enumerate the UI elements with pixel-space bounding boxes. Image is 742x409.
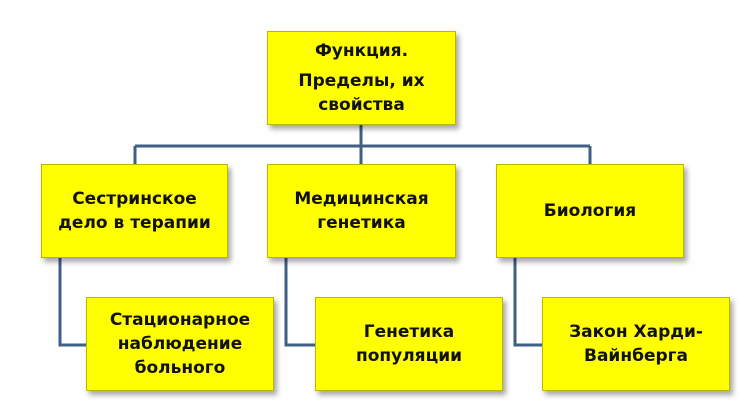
node-hardy-weinberg-law-line-2: Вайнберга: [583, 346, 688, 366]
node-population-genetics: Генетика популяции: [315, 297, 503, 391]
node-nursing-therapy-line-1: Сестринское: [72, 189, 197, 209]
connector-biology-to-hardy: [513, 258, 542, 347]
node-medical-genetics-line-1: Медицинская: [294, 189, 429, 209]
node-inpatient-observation-line-3: больного: [134, 358, 226, 378]
node-medical-genetics: Медицинская генетика: [267, 164, 456, 258]
node-population-genetics-line-1: Генетика: [363, 322, 455, 342]
node-nursing-therapy-line-2: дело в терапии: [58, 213, 211, 233]
root-node-line-1: Функция.: [314, 41, 409, 61]
node-inpatient-observation: Стационарное наблюдение больного: [86, 297, 274, 391]
node-biology: Биология: [496, 164, 684, 258]
node-hardy-weinberg-law: Закон Харди- Вайнберга: [542, 297, 730, 391]
root-node-line-3: свойства: [318, 95, 405, 115]
node-hardy-weinberg-law-line-1: Закон Харди-: [569, 322, 703, 342]
node-inpatient-observation-line-1: Стационарное: [109, 310, 251, 330]
node-population-genetics-line-2: популяции: [355, 346, 463, 366]
connector-nursing-to-observation: [58, 258, 86, 347]
node-inpatient-observation-line-2: наблюдение: [117, 334, 243, 354]
root-node-line-2: Пределы, их: [298, 71, 425, 91]
node-medical-genetics-line-2: генетика: [317, 213, 406, 233]
node-biology-line-1: Биология: [543, 201, 637, 221]
node-nursing-therapy: Сестринское дело в терапии: [41, 164, 228, 258]
connector-genetics-to-population: [284, 258, 315, 347]
root-node-function-limits: Функция. Пределы, их свойства: [267, 31, 456, 125]
